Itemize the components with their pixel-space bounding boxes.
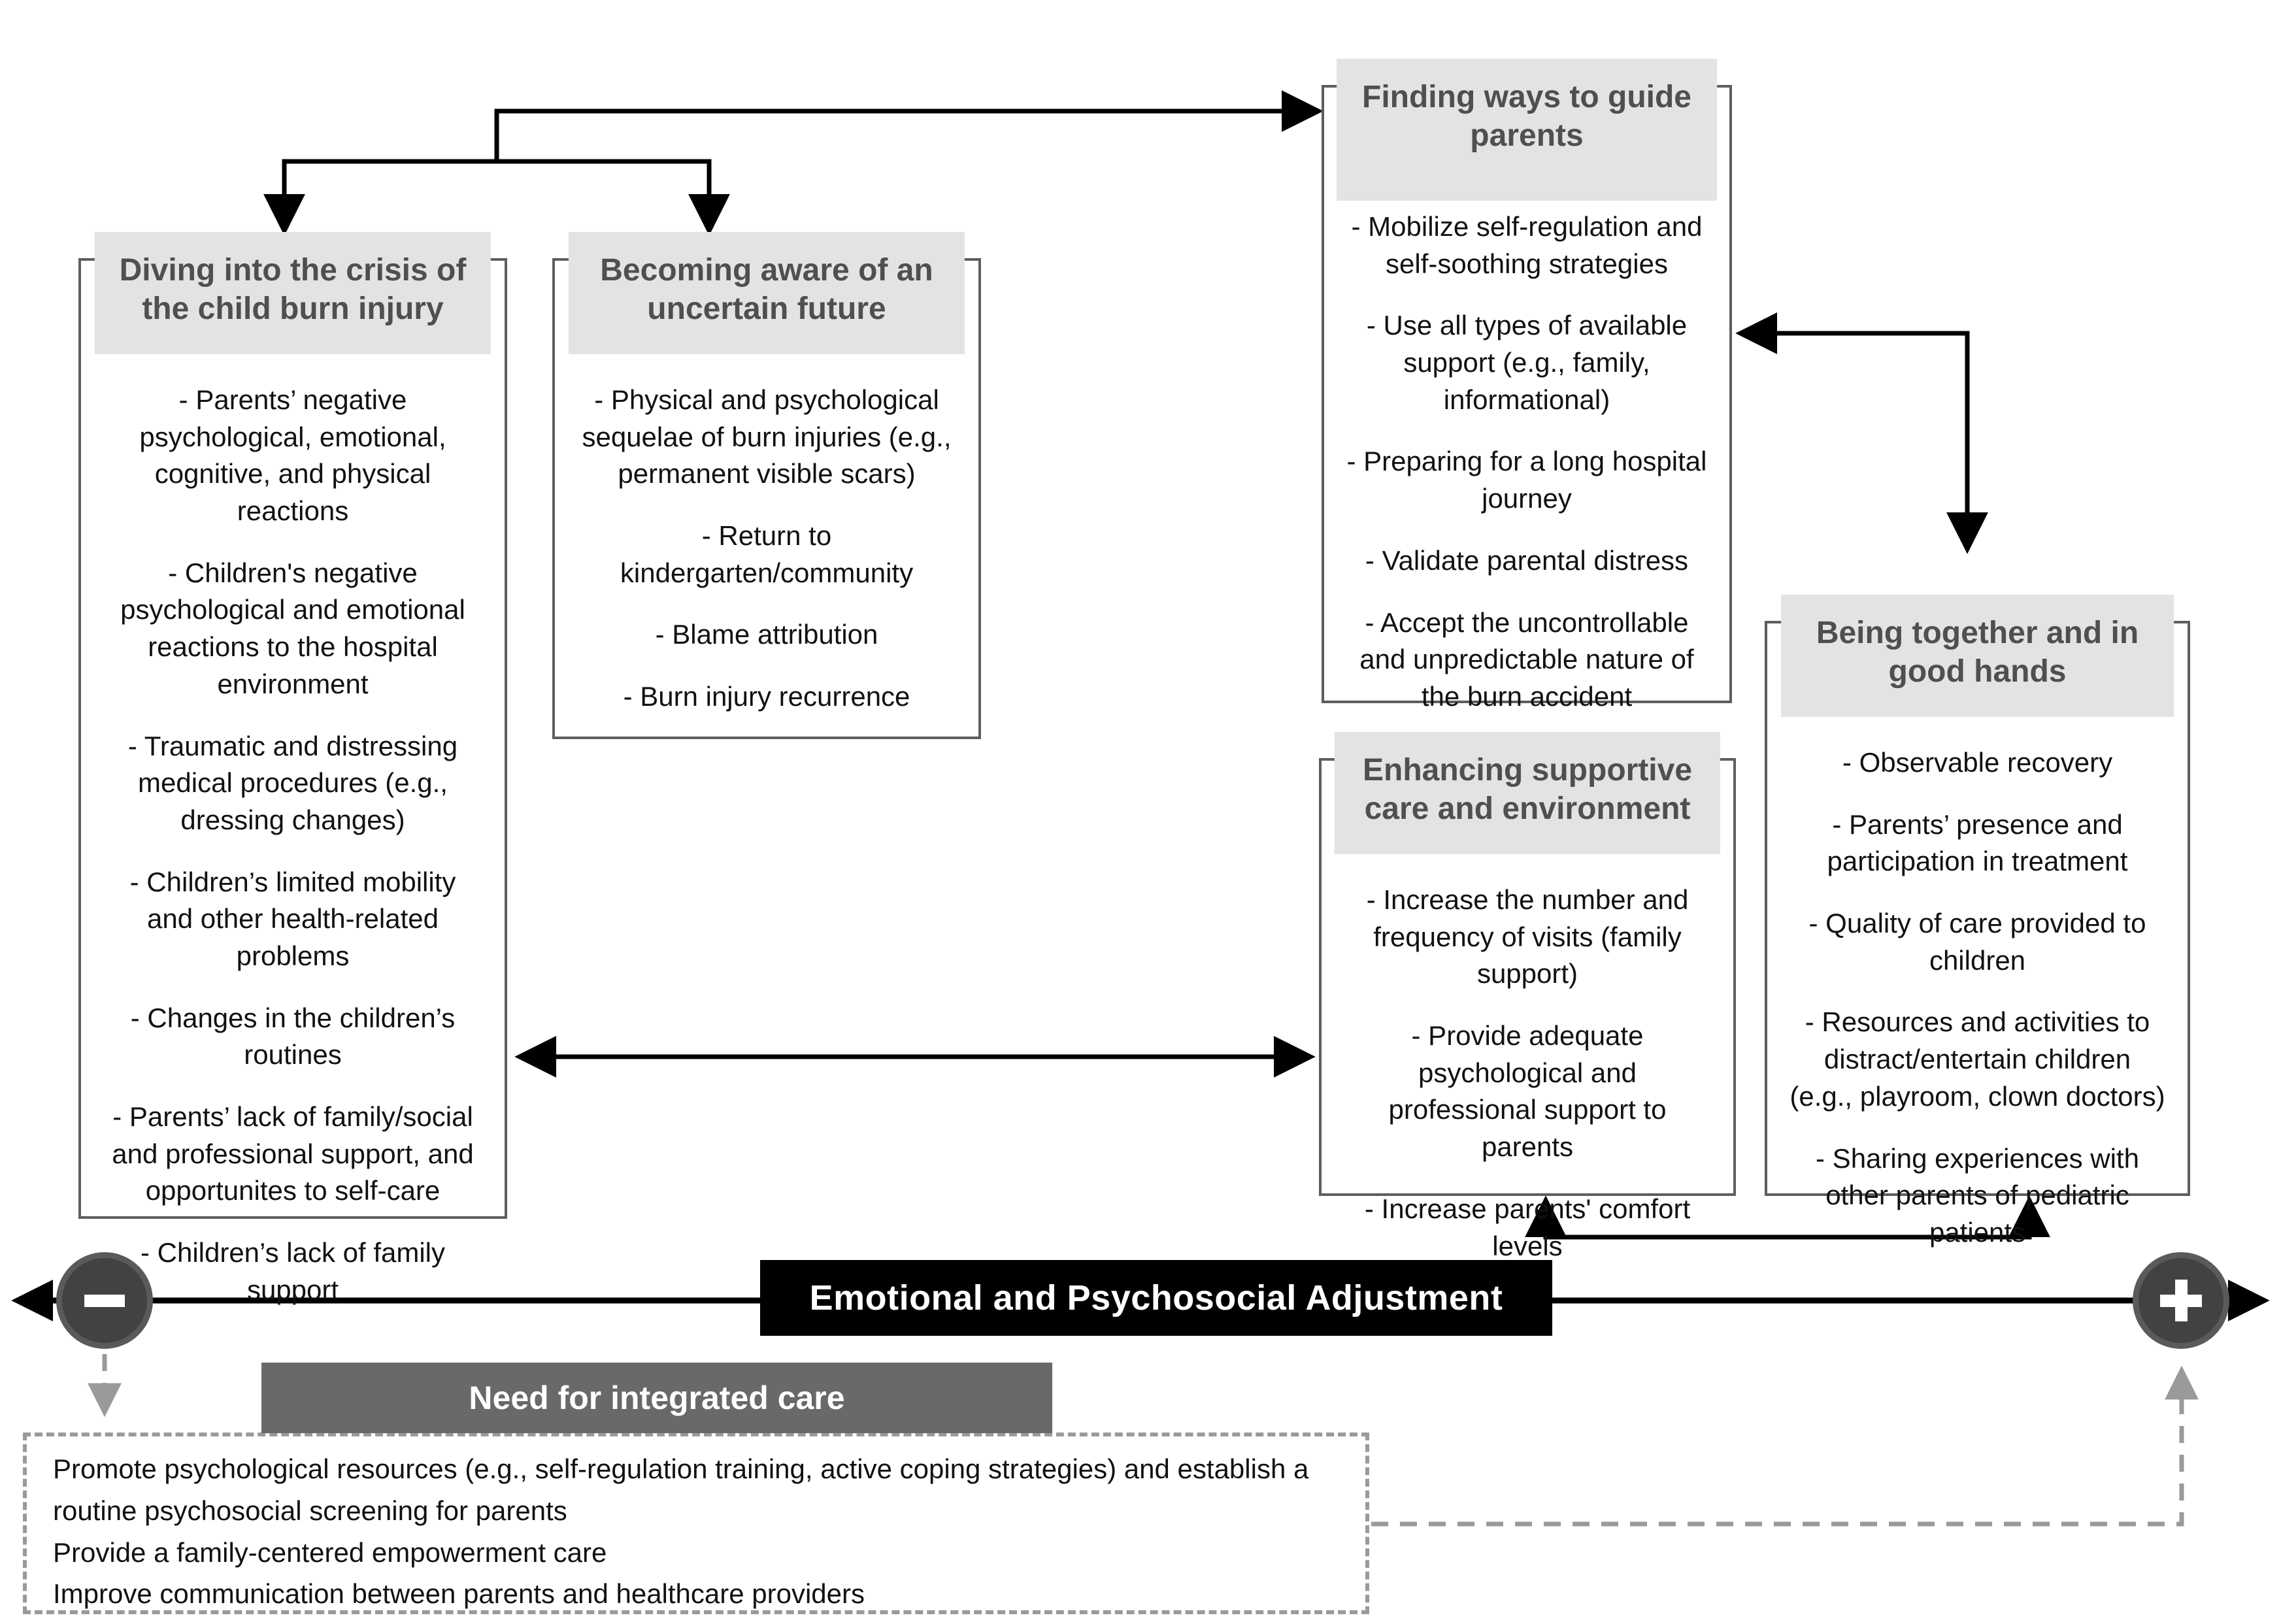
theme-box-supportive-care: Enhancing supportive care and environmen… (1319, 732, 1736, 1261)
plus-glyph (2160, 1280, 2202, 1321)
list-item: - Children’s lack of family support (140, 1237, 446, 1305)
list-item: - Validate parental distress (1365, 544, 1689, 576)
minus-glyph (84, 1294, 125, 1307)
theme-box-guide-parents: Finding ways to guide parents - Mobilize… (1322, 59, 1732, 712)
theme-box-uncertain-future-title: Becoming aware of an uncertain future (568, 232, 965, 355)
list-item: - Blame attribution (655, 619, 878, 650)
u-connector-supportive-care-being-together (1525, 1195, 2050, 1240)
list-item: - Increase parents' comfort levels (1364, 1193, 1691, 1261)
theme-box-diving-crisis-items: - Parents’ negative psychological, emoti… (81, 382, 505, 1346)
list-item: - Burn injury recurrence (623, 681, 910, 712)
list-item: - Mobilize self-regulation and self-soot… (1351, 211, 1703, 279)
list-item: - Parents’ presence and participation in… (1827, 808, 2128, 877)
list-item: - Physical and psychological sequelae of… (582, 384, 952, 489)
list-item: - Parents’ negative psychological, emoti… (139, 384, 446, 527)
list-item: - Increase the number and frequency of v… (1366, 884, 1689, 989)
minus-icon (56, 1252, 153, 1349)
list-item: - Children’s limited mobility and other … (129, 866, 456, 971)
theme-box-guide-parents-items: - Mobilize self-regulation and self-soot… (1324, 208, 1729, 754)
integrated-care-box: Promote psychological resources (e.g., s… (23, 1433, 1369, 1614)
list-item: - Observable recovery (1842, 747, 2113, 778)
list-item: - Resources and activities to distract/e… (1790, 1006, 2165, 1112)
list-item: - Children's negative psychological and … (120, 557, 465, 699)
list-item: - Accept the uncontrollable and unpredic… (1359, 606, 1694, 712)
list-item: - Changes in the children’s routines (130, 1002, 456, 1070)
elbow-arrow-guide-parents-to-being-together (1735, 312, 1988, 554)
theme-box-uncertain-future-items: - Physical and psychological sequelae of… (555, 382, 978, 754)
list-item: Improve communication between parents an… (53, 1578, 865, 1610)
theme-box-diving-crisis-title: Diving into the crisis of the child burn… (94, 232, 491, 355)
list-item: - Quality of care provided to children (1808, 908, 2146, 976)
integrated-care-title-bar: Need for integrated care (261, 1363, 1052, 1433)
theme-box-diving-crisis: Diving into the crisis of the child burn… (78, 232, 507, 1305)
theme-box-uncertain-future: Becoming aware of an uncertain future - … (552, 232, 981, 739)
theme-box-guide-parents-title: Finding ways to guide parents (1337, 59, 1717, 201)
theme-box-supportive-care-title: Enhancing supportive care and environmen… (1334, 732, 1721, 855)
plus-icon (2133, 1252, 2229, 1349)
list-item: - Preparing for a long hospital journey (1346, 446, 1707, 514)
list-item: - Sharing experiences with other parents… (1816, 1142, 2139, 1248)
dashed-arrow-integrated-care-to-plus (1371, 1365, 2199, 1527)
list-item: - Parents’ lack of family/social and pro… (112, 1101, 474, 1206)
list-item: Promote psychological resources (e.g., s… (53, 1453, 1309, 1526)
branch-arrow-to-left-theme-boxes (263, 159, 730, 236)
arrow-to-finding-ways-box (494, 90, 1324, 161)
axis-label: Emotional and Psychosocial Adjustment (760, 1260, 1552, 1336)
theme-box-being-together-title: Being together and in good hands (1780, 595, 2174, 718)
list-item: Provide a family-centered empowerment ca… (53, 1536, 607, 1568)
theme-box-being-together-items: - Observable recovery - Parents’ presence… (1767, 744, 2188, 1289)
theme-box-supportive-care-items: - Increase the number and frequency of v… (1322, 882, 1733, 1302)
list-item: - Traumatic and distressing medical proc… (127, 730, 458, 835)
list-item: - Provide adequate psychological and pro… (1388, 1020, 1667, 1163)
list-item: - Return to kindergarten/community (620, 520, 914, 588)
list-item: - Use all types of available support (e.… (1366, 310, 1688, 415)
theme-box-being-together: Being together and in good hands - Obser… (1765, 595, 2190, 1248)
